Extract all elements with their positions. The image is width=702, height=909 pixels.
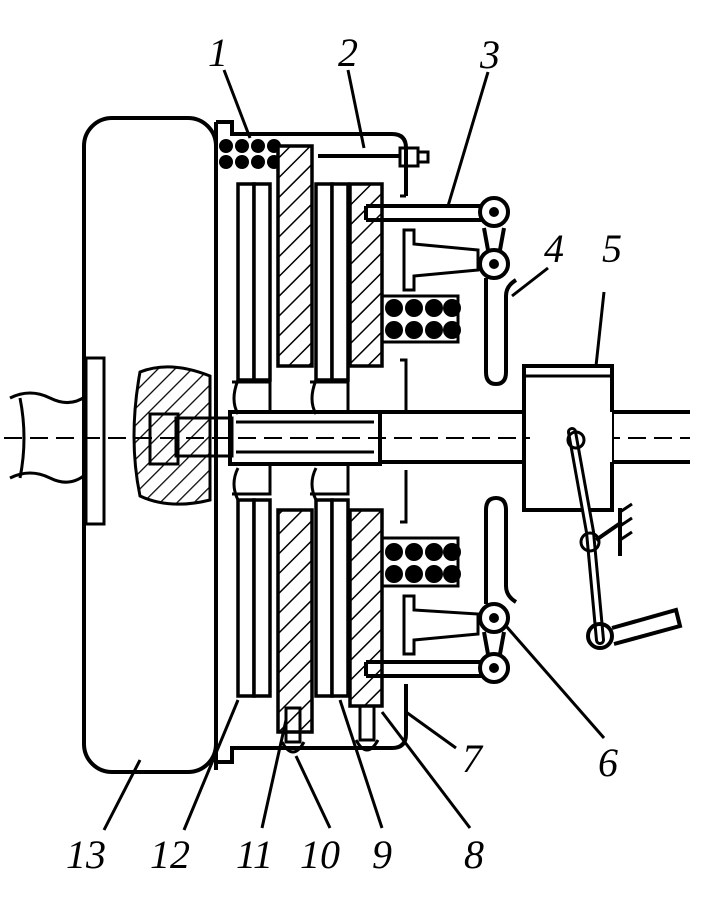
callout-12: 12: [150, 832, 190, 877]
callout-7: 7: [462, 736, 484, 781]
callout-labels: 1 2 3 4 5 6 7 8 9 10 11 12 13: [66, 30, 622, 877]
callout-3: 3: [479, 32, 500, 77]
callout-1: 1: [208, 30, 228, 75]
intermediate-plate-upper: [276, 144, 314, 368]
callout-11: 11: [236, 832, 273, 877]
driven-disc-front-upper: [232, 182, 272, 415]
output-shaft: [4, 410, 690, 466]
driven-disc-rear-lower: [310, 467, 350, 698]
adjusting-bolt: [318, 146, 430, 168]
pressure-springs-lower: [382, 536, 461, 588]
release-fork: [566, 427, 683, 650]
driven-disc-rear-upper: [310, 182, 350, 415]
crankshaft-stub: [9, 365, 212, 506]
hub-flanges: [232, 380, 350, 496]
callout-9: 9: [372, 832, 392, 877]
callout-2: 2: [338, 30, 358, 75]
callout-13: 13: [66, 832, 106, 877]
callout-8: 8: [464, 832, 484, 877]
leader-lines: [102, 69, 606, 831]
callout-10: 10: [300, 832, 340, 877]
intermediate-plate-lower: [276, 508, 314, 734]
callout-5: 5: [602, 226, 622, 271]
callout-6: 6: [598, 740, 618, 785]
release-lever-upper: [364, 196, 518, 387]
release-lever-lower: [364, 495, 518, 684]
spring-group-top-left: [219, 139, 281, 169]
pressure-springs-upper: [382, 294, 461, 344]
callout-4: 4: [544, 226, 564, 271]
driven-disc-front-lower: [232, 467, 272, 698]
